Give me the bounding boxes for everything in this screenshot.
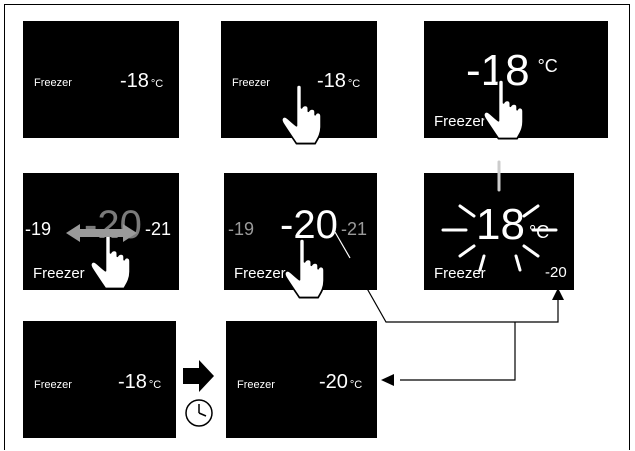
temperature-number: -18 (118, 371, 147, 393)
display-panel-initial: Freezer -18°C (23, 21, 179, 138)
display-panel-touch[interactable]: Freezer -18°C (221, 21, 377, 138)
zone-label: Freezer (434, 113, 486, 130)
hand-pointer-icon (482, 79, 524, 140)
temperature-value: -18°C (120, 70, 163, 93)
zone-label: Freezer (34, 77, 72, 89)
display-panel-result: Freezer -18°C (23, 321, 176, 438)
frame-top-border (4, 4, 630, 5)
zone-label: Freezer (237, 379, 275, 391)
zone-label: Freezer (33, 265, 85, 282)
clock-icon (185, 399, 213, 427)
temperature-option-right: -21 (145, 219, 172, 239)
right-arrow-icon (183, 360, 214, 392)
connector-highlight (334, 231, 351, 259)
temperature-value: -20°C (319, 371, 362, 394)
temperature-unit: °C (150, 78, 164, 90)
frame-left-border (4, 4, 5, 450)
temperature-value: -18°C (118, 371, 161, 394)
temperature-number: 18 (476, 200, 525, 249)
temperature-unit: °C (349, 379, 363, 391)
temperature-option-left: -19 (25, 219, 52, 239)
arrow-head (381, 288, 564, 386)
temperature-option-selected: -20 (280, 203, 338, 247)
temperature-option-left: -19 (228, 219, 255, 239)
zone-label: Freezer (232, 77, 270, 89)
temperature-number: -18 (120, 70, 149, 92)
temperature-unit: °C (148, 379, 162, 391)
temperature-option-center: -20 (84, 203, 142, 247)
zone-label: Freezer (34, 379, 72, 391)
double-arrow-icon (66, 224, 137, 242)
temperature-option-right: -21 (341, 219, 368, 239)
temperature-number: -18 (317, 70, 346, 92)
hand-pointer-icon (280, 84, 322, 145)
temperature-number: -20 (319, 371, 348, 393)
new-setpoint-value: -20 (545, 264, 567, 281)
flow-connector (334, 231, 559, 381)
temperature-unit: °C (347, 78, 361, 90)
hand-pointer-icon (283, 238, 325, 299)
zone-label: Freezer (234, 265, 286, 282)
sparkle-icon (441, 160, 558, 272)
frame-right-border (629, 4, 630, 450)
display-panel-new-temp: Freezer -20°C (226, 321, 377, 438)
zone-label: Freezer (434, 265, 486, 282)
temperature-value: -18°C (317, 70, 360, 93)
temperature-unit: °C (528, 222, 550, 242)
temperature-unit: °C (537, 56, 558, 76)
temperature-value-large: 18°C (476, 203, 549, 247)
